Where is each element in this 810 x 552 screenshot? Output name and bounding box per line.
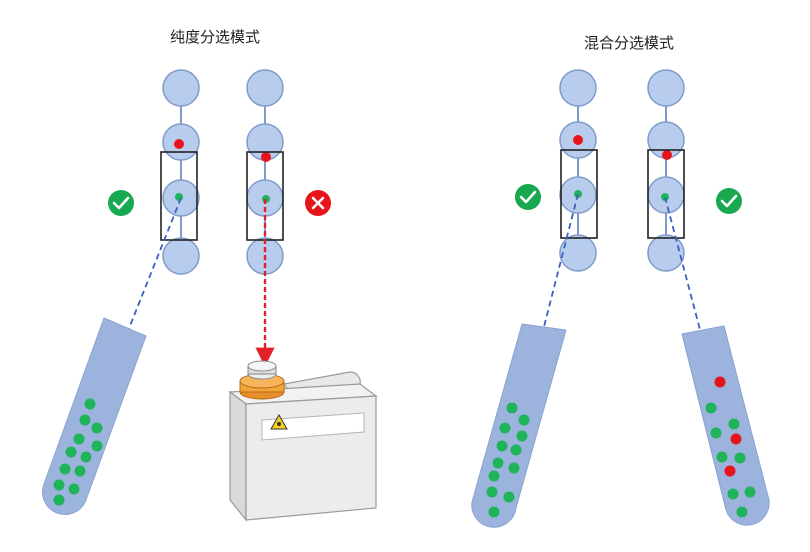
nontarget-cell [261,152,271,162]
waste-container [228,360,378,522]
droplet-stream-3 [559,69,598,272]
mixed-mode-title: 混合分选模式 [584,34,675,52]
collection-tube-3 [471,323,567,528]
sort-window [160,151,198,241]
target-cell [175,193,183,201]
cross-circle-icon [305,190,331,216]
droplet-stream-1 [160,69,200,275]
droplet [162,237,200,275]
check-circle-icon [515,184,541,210]
droplet [559,69,597,107]
droplet [559,234,597,272]
check-circle-icon [108,190,134,216]
sort-window [560,149,598,239]
nontarget-cell [662,150,672,160]
collection-tube-1 [42,317,147,515]
droplet [246,69,284,107]
check-circle-icon [716,188,742,214]
droplet [162,69,200,107]
sort-window [647,149,685,239]
biohazard-warning-icon [270,413,288,430]
droplet [647,234,685,272]
nontarget-cell [573,135,583,145]
nontarget-cell [174,139,184,149]
purity-mode-title: 纯度分选模式 [170,28,261,46]
droplet [647,69,685,107]
droplet-stream-4 [647,69,685,272]
collection-tube-4 [681,325,770,526]
